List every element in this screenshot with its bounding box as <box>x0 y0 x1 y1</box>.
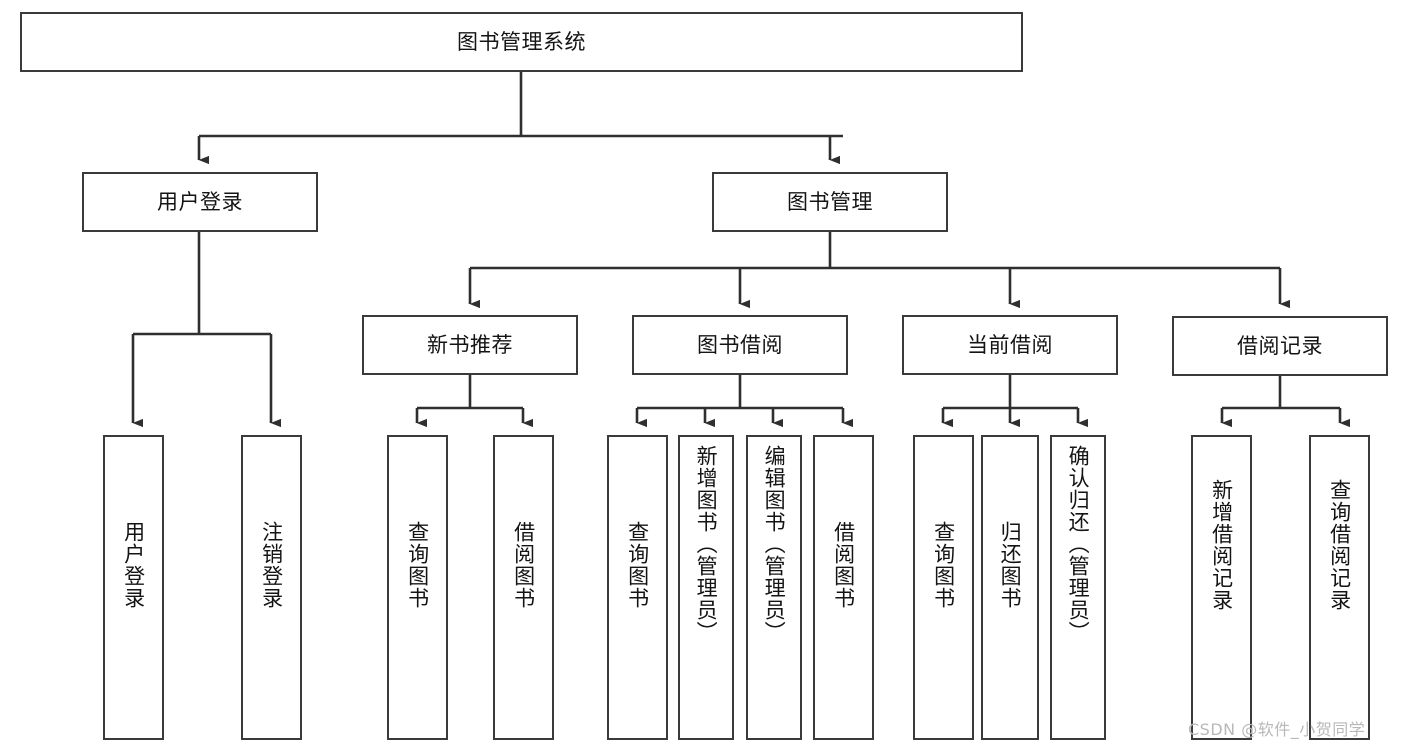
node-leaf-query-record-label: 查询借阅记录 <box>1327 479 1352 611</box>
node-book-borrow[interactable]: 图书借阅 <box>632 315 848 375</box>
node-leaf-query-book-3[interactable]: 查询图书 <box>913 435 974 740</box>
node-leaf-query-book-1[interactable]: 查询图书 <box>387 435 448 740</box>
node-borrow-record[interactable]: 借阅记录 <box>1172 316 1388 376</box>
node-book-manage-label: 图书管理 <box>787 189 873 214</box>
node-leaf-add-record[interactable]: 新增借阅记录 <box>1191 435 1252 740</box>
node-leaf-borrow-book-1[interactable]: 借阅图书 <box>493 435 554 740</box>
node-leaf-query-book-2-label: 查询图书 <box>625 521 650 609</box>
watermark: CSDN @软件_小贺同学 <box>1188 720 1366 739</box>
node-user-login-label: 用户登录 <box>157 189 243 214</box>
node-root-label: 图书管理系统 <box>457 29 586 54</box>
node-leaf-return-book-label: 归还图书 <box>998 521 1023 609</box>
node-current-borrow[interactable]: 当前借阅 <box>902 315 1118 375</box>
node-new-book-recommend[interactable]: 新书推荐 <box>362 315 578 375</box>
node-leaf-query-book-3-label: 查询图书 <box>931 521 956 609</box>
node-leaf-query-book-1-label: 查询图书 <box>405 521 430 609</box>
node-leaf-add-book[interactable]: 新增图书（管理员） <box>678 435 734 740</box>
node-current-borrow-label: 当前借阅 <box>967 332 1053 357</box>
node-leaf-add-record-label: 新增借阅记录 <box>1209 479 1234 611</box>
node-leaf-edit-book-label: 编辑图书（管理员） <box>762 445 787 643</box>
node-book-manage[interactable]: 图书管理 <box>712 172 948 232</box>
node-leaf-query-record[interactable]: 查询借阅记录 <box>1309 435 1370 740</box>
node-leaf-confirm-return[interactable]: 确认归还（管理员） <box>1050 435 1106 740</box>
node-leaf-edit-book[interactable]: 编辑图书（管理员） <box>746 435 802 740</box>
node-leaf-borrow-book-2-label: 借阅图书 <box>831 521 856 609</box>
node-leaf-logout-label: 注销登录 <box>259 521 284 609</box>
node-book-borrow-label: 图书借阅 <box>697 332 783 357</box>
node-leaf-borrow-book-2[interactable]: 借阅图书 <box>813 435 874 740</box>
node-leaf-confirm-return-label: 确认归还（管理员） <box>1066 445 1091 643</box>
node-leaf-logout[interactable]: 注销登录 <box>241 435 302 740</box>
node-leaf-return-book[interactable]: 归还图书 <box>981 435 1039 740</box>
node-user-login[interactable]: 用户登录 <box>82 172 318 232</box>
node-leaf-user-login[interactable]: 用户登录 <box>103 435 164 740</box>
node-leaf-borrow-book-1-label: 借阅图书 <box>511 521 536 609</box>
node-leaf-query-book-2[interactable]: 查询图书 <box>607 435 668 740</box>
node-leaf-user-login-label: 用户登录 <box>121 521 146 609</box>
node-borrow-record-label: 借阅记录 <box>1237 333 1323 358</box>
node-new-book-recommend-label: 新书推荐 <box>427 332 513 357</box>
node-root[interactable]: 图书管理系统 <box>20 12 1023 72</box>
node-leaf-add-book-label: 新增图书（管理员） <box>694 445 719 643</box>
